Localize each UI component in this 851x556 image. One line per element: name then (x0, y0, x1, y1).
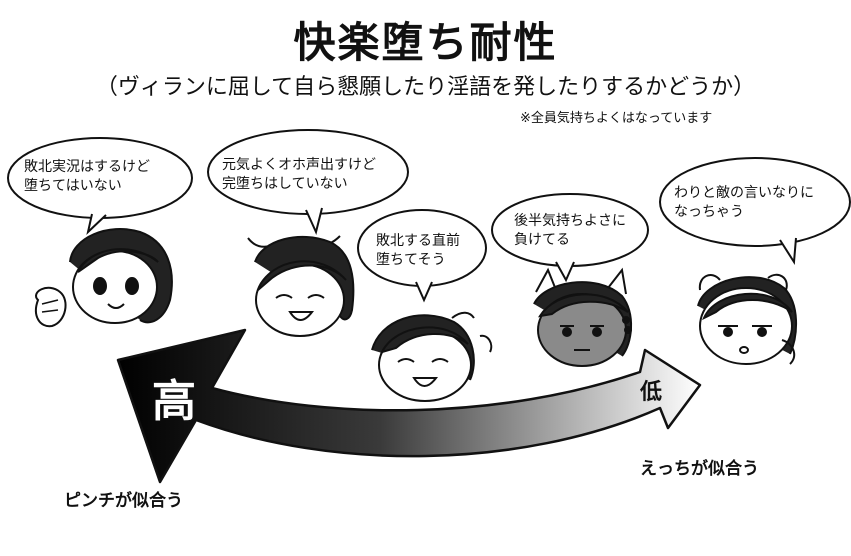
speech-bubble-1-line1: 敗北実況はするけど (24, 159, 150, 175)
speech-bubble-4-line2: 負けてる (514, 232, 570, 248)
speech-bubble-1-line2: 堕ちてはいない (24, 178, 122, 194)
character-2-face (247, 235, 355, 337)
speech-bubble-5-line2: なっちゃう (674, 204, 744, 220)
page-title: 快楽堕ち耐性 (293, 18, 558, 67)
character-4-face (533, 267, 633, 367)
speech-bubble-3-text: 敗北する直前 堕ちてそう (376, 232, 460, 270)
speech-bubble-2-line2: 完堕ちはしていない (222, 176, 348, 192)
footnote: ※全員気持ちよくはなっています (520, 111, 713, 126)
speech-bubble-3-line2: 堕ちてそう (376, 252, 446, 268)
speech-bubble-3 (357, 209, 487, 303)
high-caption: ピンチが似合う (64, 491, 183, 511)
speech-bubble-2-line1: 元気よくオホ声出すけど (222, 157, 376, 173)
speech-bubble-5 (659, 157, 851, 266)
speech-bubble-4 (491, 193, 649, 283)
scale-low-label: 低 (640, 380, 663, 405)
speech-bubble-5-line1: わりと敵の言いなりに (674, 185, 814, 201)
speech-bubble-2-text: 元気よくオホ声出すけど 完堕ちはしていない (222, 156, 376, 194)
speech-bubble-3-line1: 敗北する直前 (376, 233, 460, 249)
low-caption: えっちが似合う (640, 459, 759, 479)
speech-bubble-1-text: 敗北実況はするけど 堕ちてはいない (24, 158, 150, 196)
speech-bubble-5-text: わりと敵の言いなりに なっちゃう (674, 184, 814, 222)
character-5-face (697, 273, 798, 365)
resistance-arrow (116, 328, 702, 484)
page-subtitle: （ヴィランに屈して自ら懇願したり淫語を発したりするかどうか） (95, 75, 756, 100)
speech-bubble-4-text: 後半気持ちよさに 負けてる (514, 212, 626, 250)
character-3-face (371, 311, 493, 402)
speech-bubble-1 (7, 137, 193, 235)
scale-high-label: 高 (152, 376, 196, 427)
speech-bubble-2 (207, 129, 409, 236)
speech-bubble-4-line1: 後半気持ちよさに (514, 213, 626, 229)
character-1-face (34, 227, 173, 328)
